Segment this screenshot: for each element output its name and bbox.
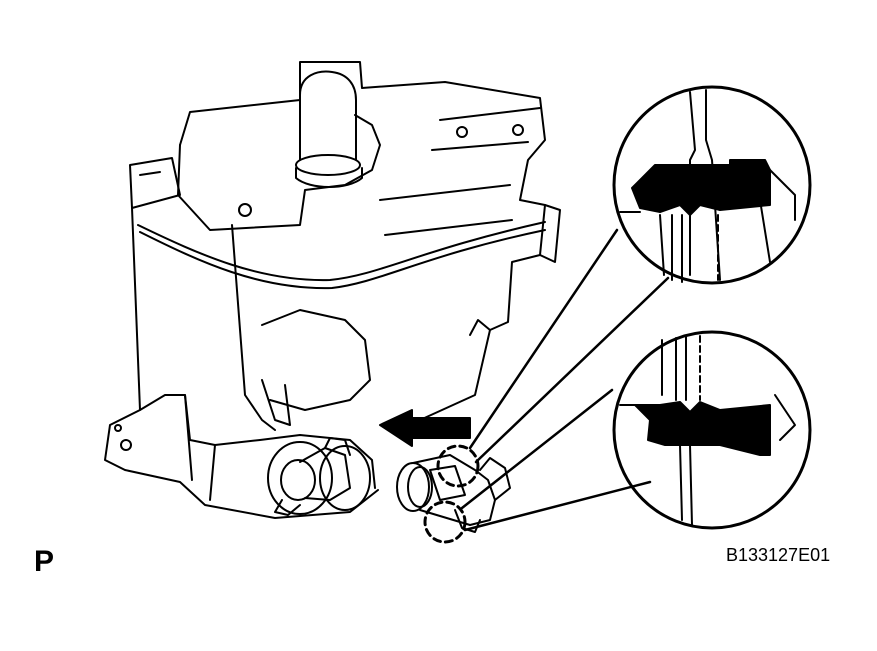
washer-pump-installed — [274, 437, 351, 516]
detail-circle-top — [612, 85, 812, 285]
detail-leaders — [460, 228, 670, 532]
detail-circle-bottom — [612, 330, 812, 530]
filler-pipe — [295, 70, 363, 188]
figure-code: B133127E01 — [726, 545, 831, 565]
washer-pump-removed — [396, 454, 511, 533]
page-label: P — [34, 545, 55, 578]
insertion-arrow — [379, 409, 471, 447]
callout-markers — [423, 444, 480, 544]
washer-tank — [104, 61, 561, 519]
